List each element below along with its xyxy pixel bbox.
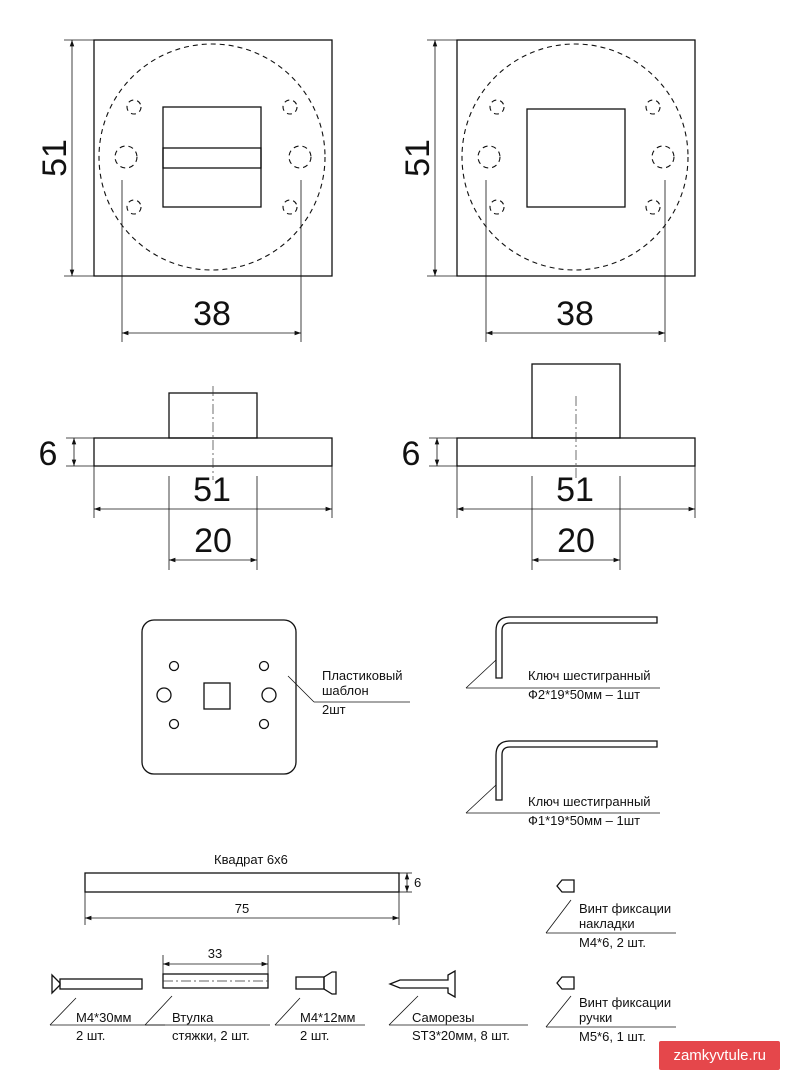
template-qty: 2шт — [322, 702, 346, 717]
screw-handle-line2: ручки — [579, 1010, 612, 1025]
top-view-right: 51 38 — [399, 39, 696, 342]
screw-plate: Винт фиксации накладки М4*6, 2 шт. — [545, 879, 676, 950]
width-dim-label: 38 — [193, 295, 231, 333]
height-dim-label: 51 — [399, 139, 437, 177]
thickness-dim-label: 6 — [402, 435, 421, 473]
width-dim-label: 51 — [556, 471, 594, 509]
square-rod-outline — [84, 872, 400, 893]
square-rod: Квадрат 6х6 6 75 — [84, 852, 421, 925]
self-tapping-screws: Саморезы ST3*20мм, 8 шт. — [388, 969, 528, 1043]
hex-key-2: Ключ шестигранный Ф1*19*50мм – 1шт — [465, 740, 660, 828]
square-rod-title: Квадрат 6х6 — [214, 852, 288, 867]
sleeve-line1: Втулка — [172, 1010, 214, 1025]
rosette-circle — [461, 43, 689, 271]
hex-key-spec: Ф1*19*50мм – 1шт — [528, 813, 640, 828]
hex-key-name: Ключ шестигранный — [528, 794, 651, 809]
width-dim-label: 38 — [556, 295, 594, 333]
side-view-left: 6 51 20 — [39, 386, 333, 570]
side-view-right: 6 51 20 — [402, 363, 696, 570]
bolt-long-size: М4*30мм — [76, 1010, 132, 1025]
screw-plate-line1: Винт фиксации — [579, 901, 671, 916]
screw-icon — [388, 969, 456, 999]
bolt-long-qty: 2 шт. — [76, 1028, 105, 1043]
thickness-dim-label: 6 — [39, 435, 58, 473]
core-dim-label: 20 — [557, 522, 595, 560]
bolt-head-icon — [51, 973, 61, 995]
bolt-short-size: М4*12мм — [300, 1010, 356, 1025]
plate-outline — [456, 39, 696, 277]
template-label-2: шаблон — [322, 683, 369, 698]
hex-key-name: Ключ шестигранный — [528, 668, 651, 683]
screw-handle: Винт фиксации ручки М5*6, 1 шт. — [545, 976, 676, 1044]
bolt-shank — [59, 978, 143, 990]
hex-key-1: Ключ шестигранный Ф2*19*50мм – 1шт — [465, 616, 660, 702]
self-tapping-spec: ST3*20мм, 8 шт. — [412, 1028, 510, 1043]
screw-plate-qty: М4*6, 2 шт. — [579, 935, 646, 950]
template-label-1: Пластиковый — [322, 668, 402, 683]
hex-key-spec: Ф2*19*50мм – 1шт — [528, 687, 640, 702]
plate-outline — [93, 39, 333, 277]
sleeve-line2: стяжки, 2 шт. — [172, 1028, 250, 1043]
bolt-short: М4*12мм 2 шт. — [274, 971, 365, 1043]
screw-handle-line1: Винт фиксации — [579, 995, 671, 1010]
rosette-circle — [98, 43, 326, 271]
core-dim-label: 20 — [194, 522, 232, 560]
bolt-head-icon — [323, 971, 337, 995]
hex-key-icon — [495, 616, 658, 679]
plastic-template: Пластиковый шаблон 2шт — [141, 619, 410, 775]
watermark-badge[interactable]: zamkyvtule.ru — [659, 1041, 780, 1070]
bolt-long: М4*30мм 2 шт. — [49, 973, 165, 1043]
sleeve: 33 Втулка стяжки, 2 шт. — [144, 946, 270, 1043]
screw-plate-line2: накладки — [579, 916, 635, 931]
bolt-shank — [295, 976, 325, 990]
hex-key-icon — [495, 740, 658, 801]
sleeve-outline — [162, 973, 269, 989]
square-body — [526, 108, 626, 208]
height-dim-label: 51 — [36, 139, 74, 177]
self-tapping-title: Саморезы — [412, 1010, 474, 1025]
top-view-left: 51 38 — [36, 39, 333, 342]
width-dim-label: 51 — [193, 471, 231, 509]
square-rod-side: 6 — [414, 875, 421, 890]
slot — [162, 147, 262, 169]
screw-handle-qty: М5*6, 1 шт. — [579, 1029, 646, 1044]
sleeve-length: 33 — [208, 946, 222, 961]
bolt-short-qty: 2 шт. — [300, 1028, 329, 1043]
square-rod-length: 75 — [235, 901, 249, 916]
set-screw-icon — [556, 879, 575, 893]
template-outline — [141, 619, 297, 775]
lock-body — [162, 106, 262, 208]
template-square-hole — [203, 682, 231, 710]
set-screw-icon — [556, 976, 575, 990]
